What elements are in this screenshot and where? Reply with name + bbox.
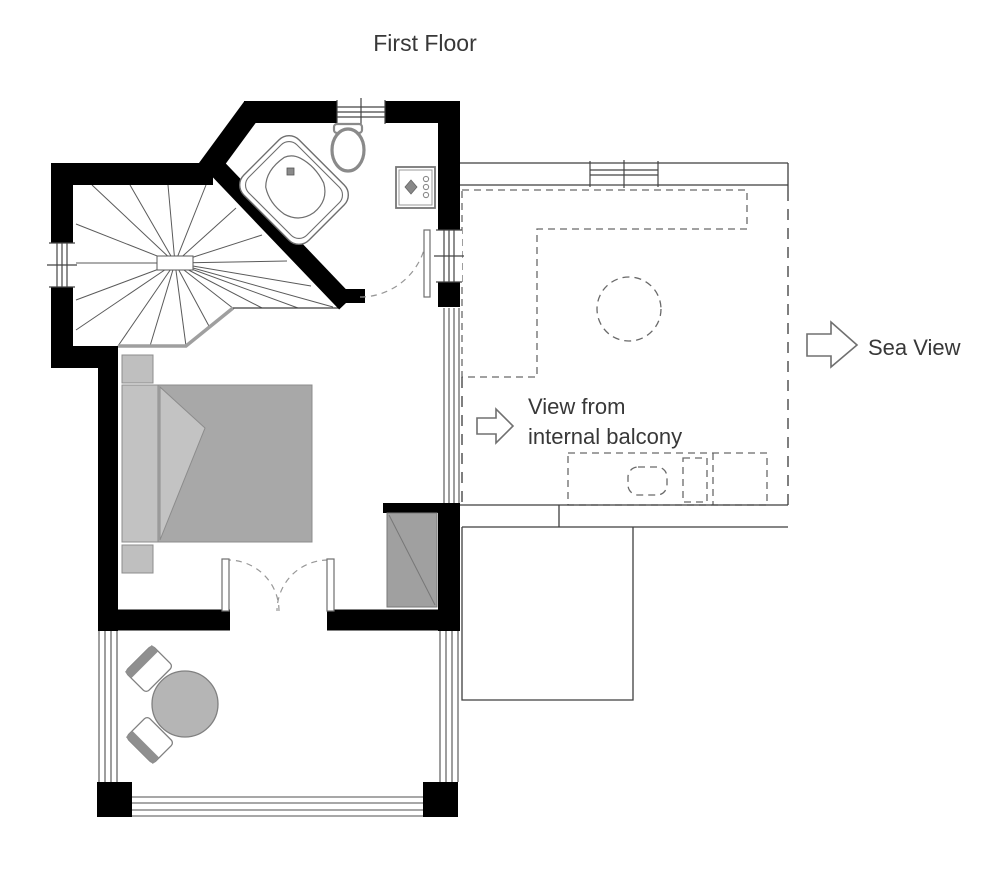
ground-floor-table-outline <box>596 276 662 342</box>
nightstand-bottom <box>121 544 154 574</box>
sea-view-annotation: Sea View <box>806 320 961 369</box>
sea-view-label: Sea View <box>868 335 961 360</box>
terrace-railing-left <box>98 631 118 782</box>
bedroom-furniture <box>121 354 438 608</box>
bathtub-drain <box>286 167 295 176</box>
terrace-railing-right <box>439 631 459 782</box>
stair-treads <box>75 184 334 347</box>
wardrobe <box>386 512 438 608</box>
faucet-icon <box>404 179 418 195</box>
terrace-railing-bottom <box>132 796 425 817</box>
wall-bathroom-divider <box>211 162 353 310</box>
bathroom-top-window <box>336 98 386 126</box>
terrace-chair-top <box>124 644 173 693</box>
terrace-chair-bottom <box>125 716 174 765</box>
winder-staircase <box>75 184 338 348</box>
nightstand-top <box>121 354 154 384</box>
wall-corner-diagonal <box>197 101 262 179</box>
toilet <box>330 122 366 173</box>
page-title: First Floor <box>373 30 477 56</box>
double-bed <box>121 384 313 543</box>
view-from-label-line2: internal balcony <box>528 424 682 449</box>
doors <box>221 229 431 612</box>
ground-floor-sofa-outline <box>461 189 748 378</box>
corner-bathtub <box>238 134 350 246</box>
windows <box>47 98 464 288</box>
bathroom-fixtures <box>238 122 436 246</box>
terrace <box>97 631 459 817</box>
bathroom-door <box>359 229 431 298</box>
internal-balcony-railing <box>443 308 460 503</box>
view-from-label-line1: View from <box>528 394 625 419</box>
stair-left-window <box>47 242 77 288</box>
bathroom-right-window <box>434 229 464 283</box>
void-wall-window <box>589 160 659 188</box>
right-arrow-icon <box>476 407 515 445</box>
balcony-french-doors <box>221 558 335 612</box>
void-ground-floor-below <box>461 189 789 506</box>
internal-balcony-view-annotation: View from internal balcony <box>476 394 682 449</box>
terrace-post-left <box>97 782 132 817</box>
terrace-post-right <box>423 782 458 817</box>
bed-fold <box>159 385 206 541</box>
right-arrow-icon <box>806 320 859 369</box>
stair-open-edge <box>118 306 235 348</box>
ground-floor-kitchen-outline <box>567 452 768 506</box>
bed-headboard <box>121 384 159 543</box>
walls <box>51 101 460 631</box>
terrace-table <box>151 670 219 738</box>
stair-center-landing <box>156 255 194 271</box>
lower-terrace-outline <box>461 527 634 701</box>
sink-unit <box>395 166 436 209</box>
